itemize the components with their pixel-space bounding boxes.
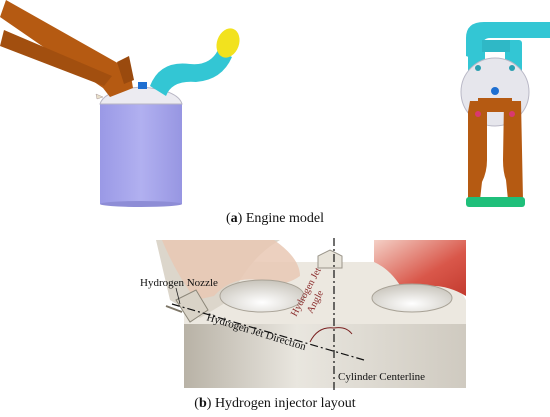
hydrogen-nozzle <box>175 289 209 323</box>
intake-valve <box>219 279 305 313</box>
jet-angle-arc <box>309 327 353 343</box>
exhaust-outlet <box>216 28 240 58</box>
caption-a-letter: a <box>230 211 238 226</box>
intake-valve-right <box>509 111 515 117</box>
injector-layout-diagram: Hydrogen Nozzle Hydrogen Jet Angle Hydro… <box>140 238 466 390</box>
hydrogen-nozzle-label: Hydrogen Nozzle <box>140 277 218 289</box>
intake-port-flange <box>117 56 134 84</box>
cylinder-bottom <box>100 201 182 207</box>
intake-runner-bridge <box>478 98 512 112</box>
intake-valve-left <box>475 111 481 117</box>
intake-runner-right <box>503 101 523 200</box>
nozzle-leader-line <box>175 287 181 305</box>
hydrogen-jet-direction-line <box>171 303 365 361</box>
exhaust-port-section <box>374 240 466 296</box>
engine-model-top-view <box>460 22 550 207</box>
caption-b-letter: b <box>198 396 207 411</box>
caption-a-text: Engine model <box>242 211 324 226</box>
exhaust-valve <box>371 283 453 313</box>
caption-engine-model: (a) Engine model <box>226 211 324 226</box>
cylinder-centerline-label: Cylinder Centerline <box>338 371 425 383</box>
caption-b-text: Hydrogen injector layout <box>211 396 356 411</box>
intake-base <box>466 197 525 207</box>
exhaust-runner-cross <box>482 40 510 52</box>
exhaust-runner-top <box>466 22 550 62</box>
valve-right <box>509 65 515 71</box>
valve-left <box>475 65 481 71</box>
cylinder-block <box>100 103 182 204</box>
intake-runner-left <box>468 101 487 200</box>
spark-plug-icon <box>491 87 499 95</box>
side-fitting <box>95 93 104 100</box>
intake-port-section <box>162 240 300 300</box>
cylinder-section <box>184 324 466 388</box>
nozzle-tip <box>165 305 183 313</box>
injector-icon <box>138 82 147 89</box>
caption-injector-layout: (b) Hydrogen injector layout <box>194 396 356 411</box>
engine-model-side-view <box>0 0 240 207</box>
spark-plug <box>317 249 343 269</box>
exhaust-port <box>150 50 232 96</box>
intake-port-runner <box>0 30 112 86</box>
